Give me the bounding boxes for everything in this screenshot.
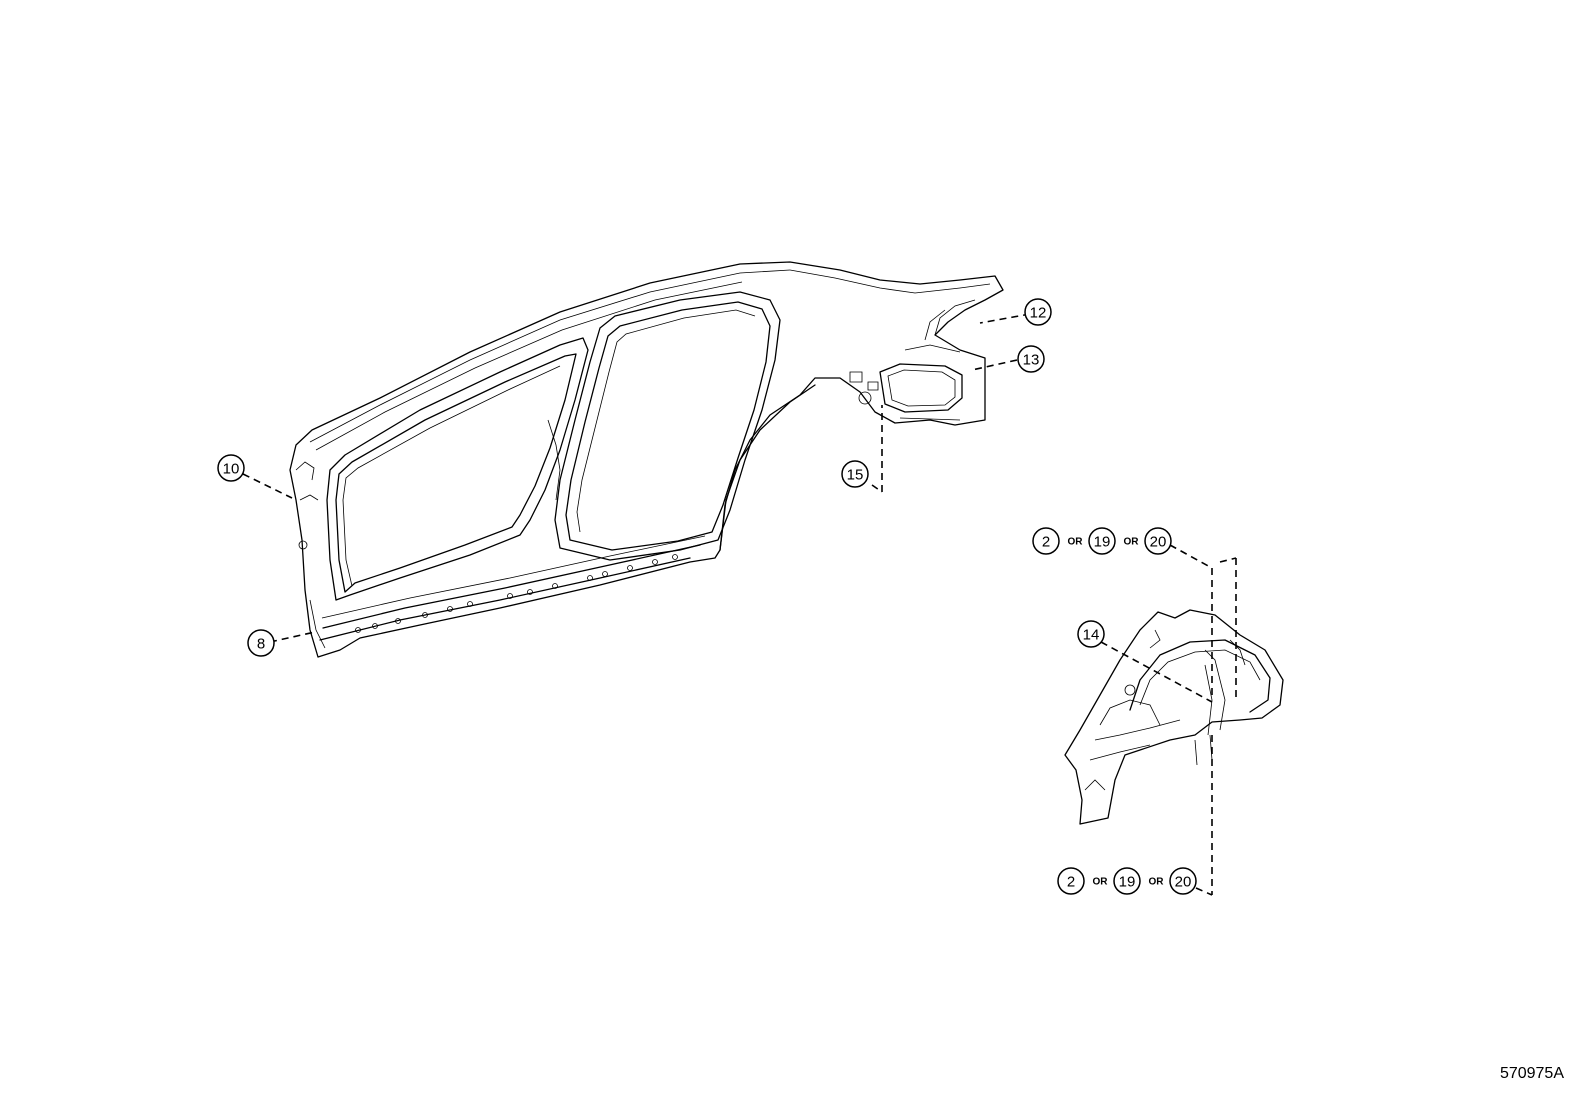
callout-10-label: 10 bbox=[223, 461, 240, 478]
callout-13: 13 bbox=[1017, 345, 1045, 373]
leader-lines bbox=[242, 313, 1237, 896]
callout-group-bottom-c: 20 bbox=[1175, 874, 1192, 891]
callout-8: 8 bbox=[247, 629, 275, 657]
callout-group-bottom-a: 2 bbox=[1067, 874, 1075, 891]
callout-12: 12 bbox=[1024, 298, 1052, 326]
callout-group-top-b: 19 bbox=[1094, 534, 1111, 551]
callout-group-bottom-or1: OR bbox=[1093, 877, 1109, 888]
callout-group-top-or2: OR bbox=[1124, 537, 1140, 548]
callout-8-label: 8 bbox=[257, 636, 265, 653]
callout-group-top-or1: OR bbox=[1068, 537, 1084, 548]
callout-group-bottom-b: 19 bbox=[1119, 874, 1136, 891]
side-panel-part bbox=[289, 261, 1004, 658]
callout-group-top-c: 20 bbox=[1150, 534, 1167, 551]
callout-15: 15 bbox=[841, 460, 869, 488]
diagram-reference-code: 570975A bbox=[1499, 1065, 1564, 1082]
callout-13-label: 13 bbox=[1023, 352, 1040, 369]
callout-group-top: 2 OR 19 OR 20 bbox=[1032, 527, 1172, 555]
callout-group-bottom: 2 OR 19 OR 20 bbox=[1057, 867, 1197, 895]
callout-12-label: 12 bbox=[1030, 305, 1047, 322]
callout-group-top-a: 2 bbox=[1042, 534, 1050, 551]
wheel-housing-part bbox=[1064, 609, 1284, 825]
callout-15-label: 15 bbox=[847, 467, 864, 484]
callout-10: 10 bbox=[217, 454, 245, 482]
callout-group-bottom-or2: OR bbox=[1149, 877, 1165, 888]
callout-14: 14 bbox=[1077, 620, 1105, 648]
callout-14-label: 14 bbox=[1083, 627, 1100, 644]
